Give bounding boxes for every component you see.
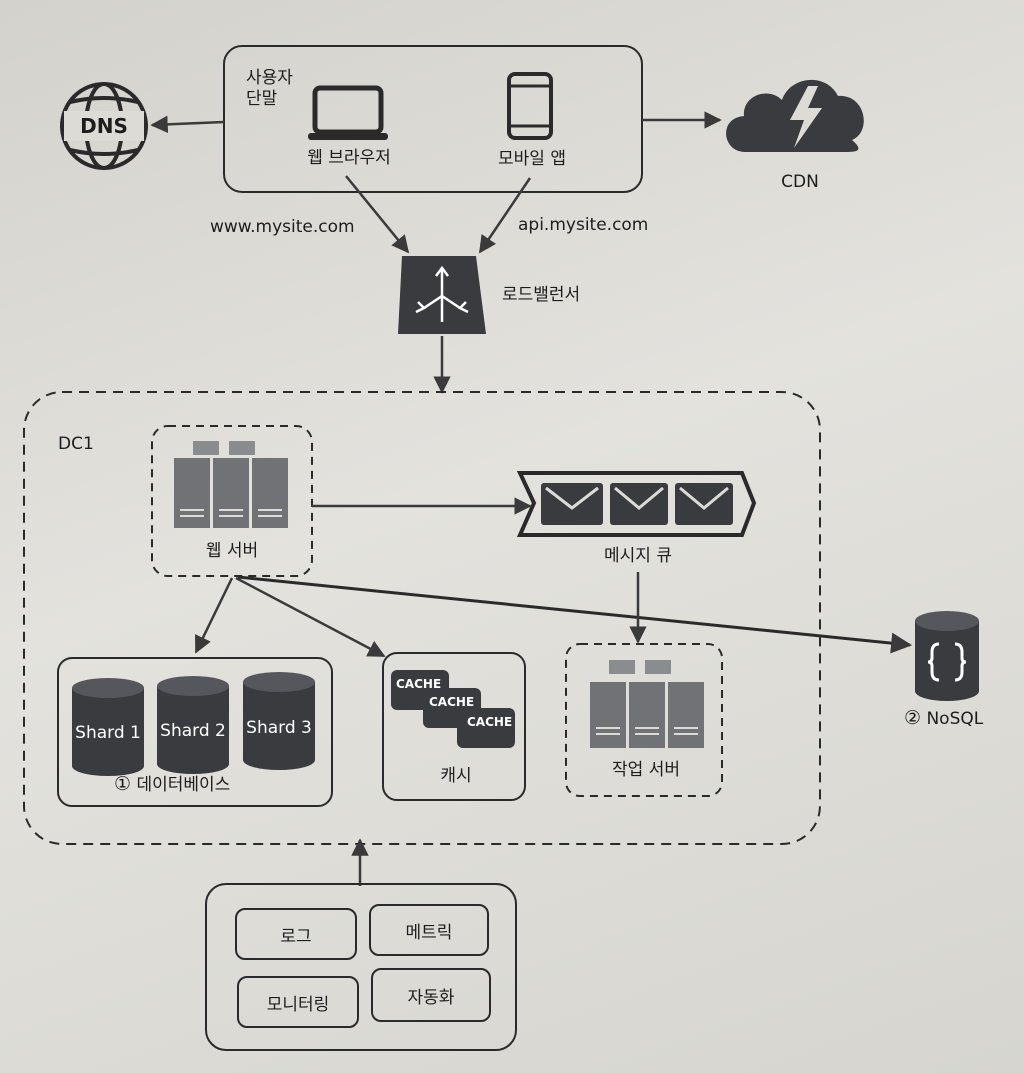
database-marker: ① xyxy=(114,773,132,795)
arrow-mobile-to-lb xyxy=(478,177,532,254)
web-server-label: 웹 서버 xyxy=(205,541,259,561)
web-domain-label: www.mysite.com xyxy=(210,217,355,237)
arrow-web-to-lb xyxy=(345,175,410,254)
arrow-web-to-cache xyxy=(235,576,386,658)
worker-server-label: 작업 서버 xyxy=(612,760,680,780)
tool-monitoring: 모니터링 xyxy=(237,976,359,1028)
tool-log: 로그 xyxy=(235,908,357,960)
arrow-client-to-dns xyxy=(150,115,225,134)
nosql-caption: ② NoSQL xyxy=(904,708,983,729)
shard-1-icon xyxy=(72,678,144,776)
cdn-cloud-icon xyxy=(726,79,864,152)
web-server-box xyxy=(151,425,313,577)
shard-2-label: Shard 2 xyxy=(160,721,226,741)
mobile-phone-icon xyxy=(507,72,553,140)
tool-metrics: 메트릭 xyxy=(369,904,489,956)
nosql-database-icon xyxy=(915,611,979,701)
shard-3-icon xyxy=(243,672,315,770)
load-balancer-label: 로드밸런서 xyxy=(502,285,581,305)
dns-label: DNS xyxy=(80,114,128,138)
arrow-web-to-database xyxy=(194,577,234,654)
datacenter-label: DC1 xyxy=(58,434,94,454)
arrow-web-to-nosql xyxy=(237,575,913,654)
message-queue-icon xyxy=(516,471,757,537)
datacenter-box xyxy=(23,391,821,845)
message-queue-label: 메시지 큐 xyxy=(604,546,672,566)
tools-box xyxy=(205,883,517,1051)
shard-3-label: Shard 3 xyxy=(246,718,312,738)
worker-server-box xyxy=(565,643,723,797)
client-title-line1: 사용자 xyxy=(246,68,293,88)
database-box xyxy=(57,657,333,807)
cache-2-label: CACHE xyxy=(429,695,475,709)
nosql-marker: ② xyxy=(904,707,922,729)
database-label: 데이터베이스 xyxy=(136,775,231,795)
nosql-label: NoSQL xyxy=(926,709,984,729)
shard-cylinders xyxy=(72,672,315,776)
dns-globe-icon xyxy=(60,82,148,170)
client-title-line2: 단말 xyxy=(246,89,278,109)
laptop-icon xyxy=(308,85,388,140)
cache-3-label: CACHE xyxy=(467,715,513,729)
shard-2-icon xyxy=(157,676,229,774)
cache-label: 캐시 xyxy=(440,766,472,786)
shard-1-label: Shard 1 xyxy=(75,723,141,743)
cache-1-label: CACHE xyxy=(396,677,442,691)
database-caption: ① 데이터베이스 xyxy=(114,774,230,795)
cdn-label: CDN xyxy=(781,172,819,192)
load-balancer-icon xyxy=(398,256,486,334)
cache-blocks-icon xyxy=(391,670,515,748)
cache-box xyxy=(382,652,526,801)
api-domain-label: api.mysite.com xyxy=(518,215,649,235)
web-browser-label: 웹 브라우저 xyxy=(307,148,391,168)
worker-server-icon xyxy=(590,660,704,748)
tool-automation: 자동화 xyxy=(371,968,491,1022)
mobile-app-label: 모바일 앱 xyxy=(498,149,566,169)
web-server-icon xyxy=(174,441,288,528)
